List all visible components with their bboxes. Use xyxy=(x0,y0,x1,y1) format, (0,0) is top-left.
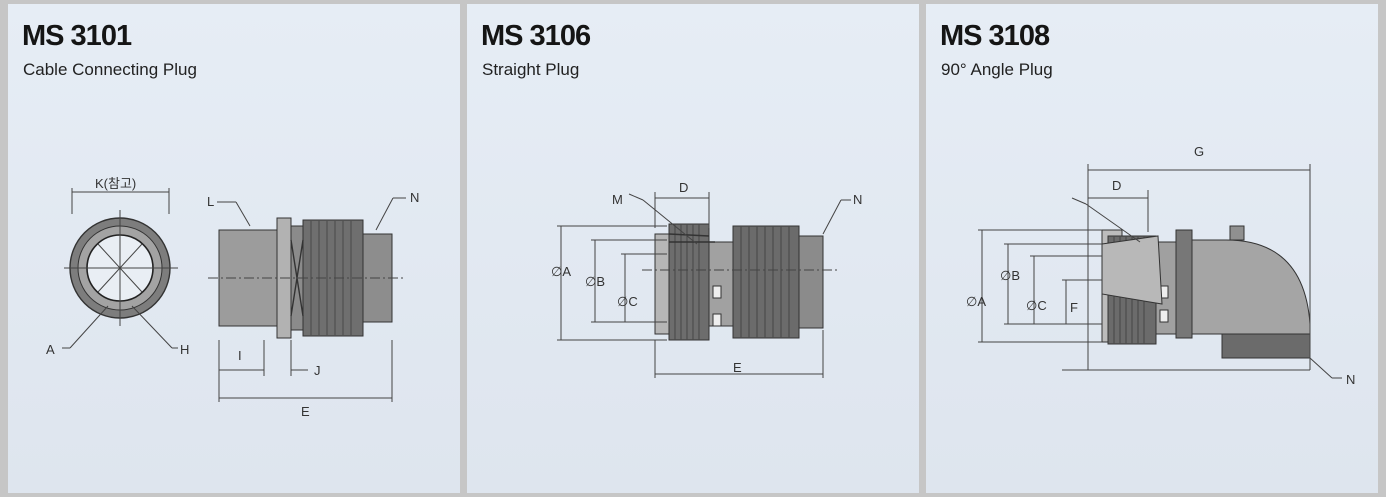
dim-label-n: N xyxy=(853,192,862,207)
panel-subtitle: Cable Connecting Plug xyxy=(23,60,197,79)
dim-label-n: N xyxy=(410,190,419,205)
panel-subtitle: Straight Plug xyxy=(482,60,580,79)
angle-plug-body xyxy=(1101,225,1311,359)
dim-label-l: L xyxy=(207,194,214,209)
panel-ms3106: MS 3106 Straight Plug xyxy=(467,4,919,493)
panel-ms3101: MS 3101 Cable Connecting Plug K(참고) xyxy=(8,4,460,493)
dim-label-a: ∅A xyxy=(551,264,571,279)
dim-label-k: K(참고) xyxy=(95,176,136,191)
dim-label-m: M xyxy=(612,192,623,207)
dim-label-e: E xyxy=(301,404,310,419)
panel-title: MS 3106 xyxy=(481,20,591,52)
dim-label-h: H xyxy=(180,342,189,357)
dim-label-a: ∅A xyxy=(966,294,986,309)
dim-label-c: ∅C xyxy=(1026,298,1047,313)
dim-label-i: I xyxy=(238,348,242,363)
panel-title: MS 3101 xyxy=(22,20,132,52)
panel-title: MS 3108 xyxy=(940,20,1050,52)
dim-label-a: A xyxy=(46,342,55,357)
panel-subtitle: 90° Angle Plug xyxy=(941,60,1053,79)
dim-label-j: J xyxy=(314,363,321,378)
plug-body xyxy=(642,223,837,341)
dim-label-c: ∅C xyxy=(617,294,638,309)
dim-label-b: ∅B xyxy=(585,274,605,289)
dim-label-d: D xyxy=(1112,178,1121,193)
dim-label-g: G xyxy=(1194,144,1204,159)
front-view xyxy=(62,188,178,349)
ms3108-drawing: G D ∅A ∅B ∅C F N xyxy=(966,144,1355,387)
side-view xyxy=(208,197,406,402)
ms3106-drawing: D M N ∅A ∅B ∅C E xyxy=(551,180,862,378)
dim-label-n: N xyxy=(1346,372,1355,387)
dim-label-f: F xyxy=(1070,300,1078,315)
dim-label-b: ∅B xyxy=(1000,268,1020,283)
ms3101-drawing: K(참고) A H xyxy=(46,176,419,419)
dim-label-e: E xyxy=(733,360,742,375)
panel-ms3108: MS 3108 90° Angle Plug xyxy=(926,4,1378,493)
dim-label-d: D xyxy=(679,180,688,195)
